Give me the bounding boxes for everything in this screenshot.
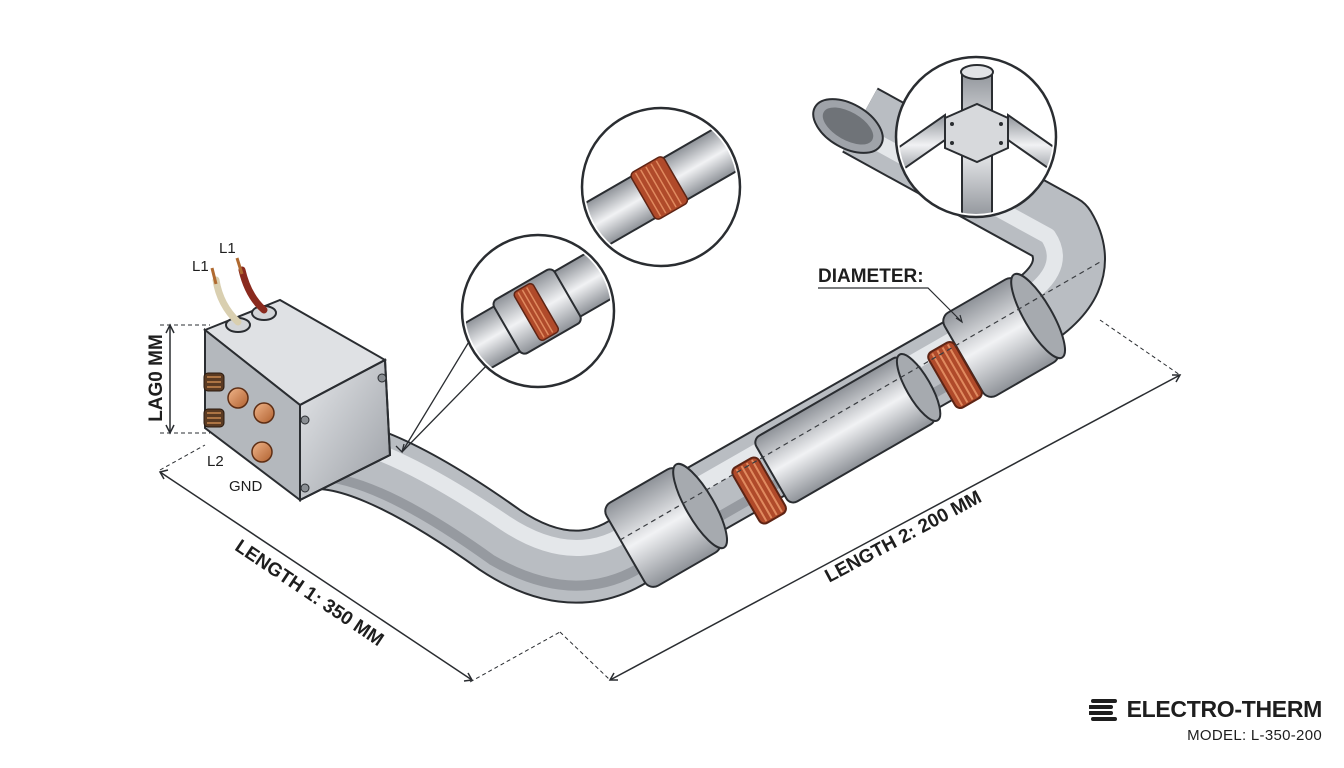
height-label: LAG0 MM xyxy=(146,334,167,422)
sleeve-left xyxy=(604,462,728,588)
callout-cross-fitting xyxy=(894,55,1058,219)
callout-leaders xyxy=(395,339,493,454)
terminal-label-l2: L2 xyxy=(207,453,224,470)
length2-label: LENGTH 2: 200 MM xyxy=(822,487,986,587)
callout-coil-detail xyxy=(460,233,616,389)
terminal-label-gnd: GND xyxy=(229,478,263,495)
model-number: MODEL: L-350-200 xyxy=(1187,727,1322,744)
callout-joint-detail xyxy=(580,106,742,268)
wire-l1-left xyxy=(212,276,242,326)
terminal-posts xyxy=(203,372,275,463)
brand-name: ELECTRO-THERM xyxy=(1126,696,1323,722)
heating-coil-right xyxy=(927,340,983,410)
diameter-label: DIAMETER: xyxy=(818,266,924,287)
sleeve-right xyxy=(942,272,1066,398)
length1-label: LENGTH 1: 350 MM xyxy=(231,536,387,651)
junction-box xyxy=(203,298,392,503)
brand-logo-icon xyxy=(1088,698,1117,721)
terminal-label-l1-left: L1 xyxy=(192,258,209,275)
brand-block: ELECTRO-THERM MODEL: L-350-200 xyxy=(1088,696,1323,744)
terminal-label-l1-right: L1 xyxy=(219,240,236,257)
sleeve-middle xyxy=(754,353,942,504)
wire-l1-right xyxy=(238,266,268,314)
dimension-lines xyxy=(158,287,1182,683)
heating-coil-left xyxy=(731,456,787,525)
